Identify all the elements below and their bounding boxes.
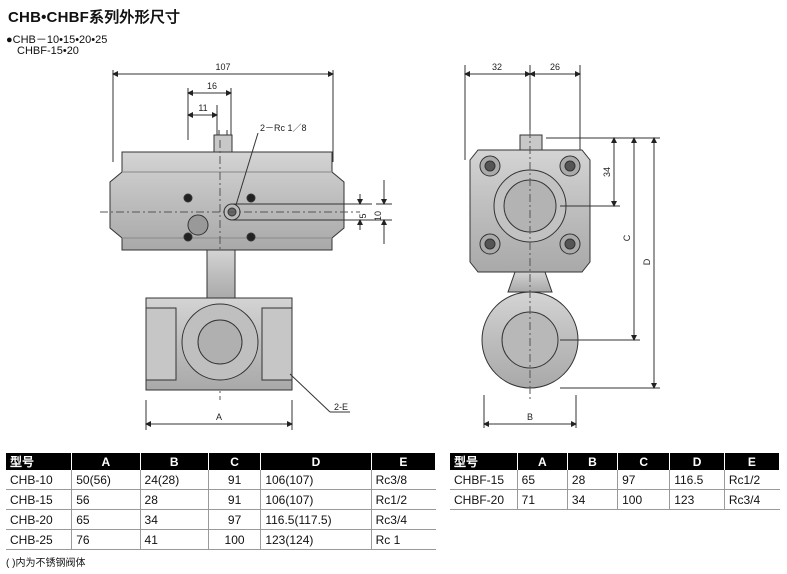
cell-b: 34 bbox=[140, 509, 209, 530]
cell-a: 71 bbox=[517, 489, 568, 510]
table-row: CHBF-20 71 34 100 123 Rc3/4 bbox=[450, 489, 780, 510]
table-row: CHB-20 65 34 97 116.5(117.5) Rc3/4 bbox=[6, 509, 436, 530]
cell-c: 100 bbox=[617, 489, 671, 510]
cell-model: CHB-10 bbox=[6, 470, 73, 490]
dim-10: 10 bbox=[373, 211, 383, 221]
cell-a: 76 bbox=[71, 529, 141, 550]
dimension-drawing: 107 16 11 2－Rc 1／8 5 10 A 2-E bbox=[100, 62, 660, 430]
cell-model: CHB-15 bbox=[6, 489, 73, 510]
cell-model: CHB-20 bbox=[6, 509, 73, 530]
dim-a: A bbox=[216, 412, 222, 422]
cell-c: 97 bbox=[617, 470, 671, 490]
cell-d: 123(124) bbox=[260, 529, 372, 550]
cell-d: 116.5 bbox=[669, 470, 725, 490]
dim-b: B bbox=[527, 412, 533, 422]
dim-2e: 2-E bbox=[334, 402, 348, 412]
header-model: 型号 bbox=[6, 453, 73, 470]
dim-d: D bbox=[642, 258, 652, 265]
cell-b: 34 bbox=[567, 489, 619, 510]
table-row: CHB-10 50(56) 24(28) 91 106(107) Rc3/8 bbox=[6, 470, 436, 490]
cell-b: 41 bbox=[140, 529, 209, 550]
cell-e: Rc1/2 bbox=[724, 470, 780, 490]
header-a: A bbox=[517, 453, 568, 470]
cell-b: 28 bbox=[140, 489, 209, 510]
header-d: D bbox=[260, 453, 372, 470]
chbf-dimension-table: 型号 A B C D E CHBF-15 65 28 97 116.5 Rc1/… bbox=[450, 453, 781, 510]
chb-dimension-table: 型号 A B C D E CHB-10 50(56) 24(28) 91 106… bbox=[6, 453, 437, 550]
table-row: CHB-25 76 41 100 123(124) Rc 1 bbox=[6, 529, 436, 550]
cell-e: Rc3/4 bbox=[371, 509, 436, 530]
side-view bbox=[464, 65, 660, 428]
cell-c: 100 bbox=[208, 529, 262, 550]
cell-c: 97 bbox=[208, 509, 262, 530]
dim-offset-11: 11 bbox=[198, 103, 207, 113]
front-view bbox=[100, 70, 392, 430]
cell-a: 65 bbox=[517, 470, 568, 490]
dim-offset-16: 16 bbox=[207, 81, 217, 91]
dim-5: 5 bbox=[358, 213, 368, 218]
table-row: CHB-15 56 28 91 106(107) Rc1/2 bbox=[6, 489, 436, 510]
model-series-line-1: ●CHB－10•15•20•25 bbox=[6, 34, 108, 46]
cell-e: Rc 1 bbox=[371, 529, 436, 550]
header-b: B bbox=[140, 453, 209, 470]
cell-d: 116.5(117.5) bbox=[260, 509, 372, 530]
page-title: CHB•CHBF系列外形尺寸 bbox=[8, 9, 181, 26]
dim-26: 26 bbox=[550, 62, 560, 72]
header-a: A bbox=[71, 453, 141, 470]
cell-model: CHB-25 bbox=[6, 529, 73, 550]
cell-c: 91 bbox=[208, 489, 262, 510]
cell-d: 106(107) bbox=[260, 470, 372, 490]
cell-d: 123 bbox=[669, 489, 725, 510]
dim-width-107: 107 bbox=[215, 62, 230, 72]
header-e: E bbox=[371, 453, 437, 470]
model-series-line-2: CHBF-15•20 bbox=[17, 45, 79, 57]
header-e: E bbox=[724, 453, 781, 470]
cell-b: 24(28) bbox=[140, 470, 209, 490]
cell-model: CHBF-20 bbox=[450, 489, 518, 510]
cell-a: 56 bbox=[71, 489, 141, 510]
cell-e: Rc1/2 bbox=[371, 489, 436, 510]
cell-model: CHBF-15 bbox=[450, 470, 518, 490]
cell-e: Rc3/8 bbox=[371, 470, 436, 490]
cell-a: 65 bbox=[71, 509, 141, 530]
cell-d: 106(107) bbox=[260, 489, 372, 510]
port-label: 2－Rc 1／8 bbox=[260, 123, 307, 133]
cell-c: 91 bbox=[208, 470, 262, 490]
cell-e: Rc3/4 bbox=[724, 489, 780, 510]
header-c: C bbox=[617, 453, 671, 470]
dim-c: C bbox=[622, 234, 632, 241]
cell-b: 28 bbox=[567, 470, 619, 490]
header-d: D bbox=[669, 453, 725, 470]
header-b: B bbox=[567, 453, 619, 470]
table-row: CHBF-15 65 28 97 116.5 Rc1/2 bbox=[450, 470, 780, 490]
dim-32: 32 bbox=[492, 62, 502, 72]
dim-34: 34 bbox=[602, 167, 612, 177]
header-c: C bbox=[208, 453, 262, 470]
stainless-body-note: ( )内为不锈钢阀体 bbox=[6, 558, 86, 569]
header-model: 型号 bbox=[450, 453, 518, 470]
cell-a: 50(56) bbox=[71, 470, 141, 490]
